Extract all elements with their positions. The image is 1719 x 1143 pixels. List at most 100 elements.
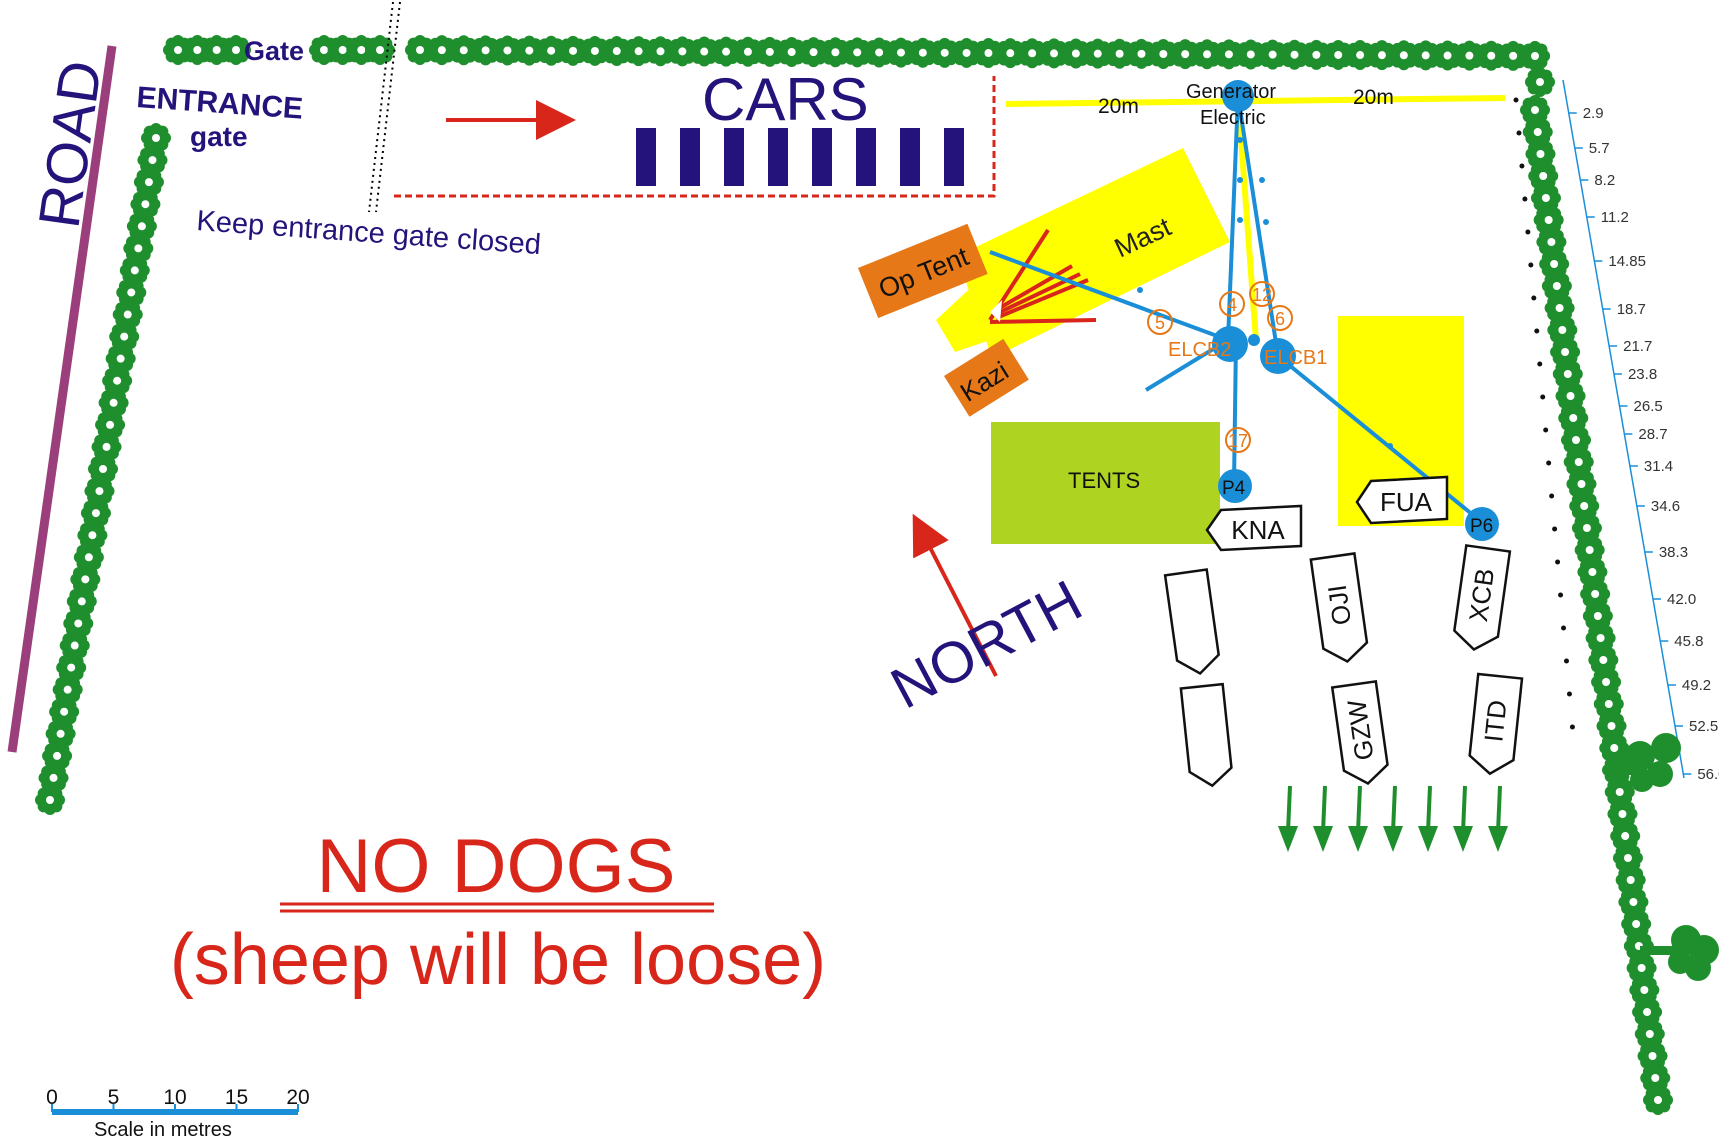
north-label: NORTH <box>881 568 1093 722</box>
car <box>944 128 964 186</box>
scale-tick: 15 <box>225 1086 248 1112</box>
svg-text:21.7: 21.7 <box>1623 338 1652 355</box>
side-scale-tick: 49.2 <box>1667 677 1711 694</box>
hedge-bush <box>365 35 395 65</box>
elcb2-node <box>1212 326 1248 362</box>
hedge-bush <box>1555 381 1586 411</box>
side-scale-tick: 23.8 <box>1613 366 1657 383</box>
north-arrow <box>912 513 998 677</box>
gate-dotted-line <box>375 1 401 213</box>
hedge-bush <box>95 409 126 440</box>
svg-text:17: 17 <box>1228 431 1248 451</box>
hedge-bush <box>1522 117 1553 147</box>
side-scale: 2.95.78.211.214.8518.721.723.826.528.731… <box>1568 105 1719 783</box>
road-label: ROAD <box>27 57 115 232</box>
svg-text:56.0: 56.0 <box>1697 766 1719 783</box>
svg-text:8.2: 8.2 <box>1594 172 1615 189</box>
hedge-bush <box>426 35 457 66</box>
svg-text:26.5: 26.5 <box>1634 398 1663 415</box>
hedge-boundary <box>35 35 1673 1115</box>
hedge-bush <box>56 652 87 683</box>
station-tag-fua: FUA <box>1355 475 1449 525</box>
green-arrow <box>1383 785 1403 852</box>
tree-1 <box>1606 733 1681 792</box>
keep-closed-label: Keep entrance gate closed <box>196 205 542 261</box>
generator-label: Generator <box>1186 81 1276 103</box>
side-scale-tick: 21.7 <box>1609 338 1652 355</box>
elcb1-node <box>1260 338 1296 374</box>
mast-arrow-head <box>990 300 1002 322</box>
side-scale-line <box>1562 79 1685 779</box>
station-tag-blank <box>1163 568 1220 676</box>
p4-label: P4 <box>1222 478 1246 499</box>
side-scale-tick: 28.7 <box>1624 426 1668 443</box>
svg-text:0: 0 <box>46 1086 58 1109</box>
side-scale-tick: 38.3 <box>1644 544 1688 561</box>
p6-node <box>1465 507 1499 541</box>
svg-text:12: 12 <box>1252 285 1272 305</box>
hedge-bush <box>38 762 69 793</box>
green-arrow <box>1278 785 1298 852</box>
side-scale-tick: 31.4 <box>1629 458 1673 475</box>
scale-tick: 20 <box>286 1086 310 1112</box>
side-scale-tick: 11.2 <box>1586 209 1629 226</box>
svg-text:20: 20 <box>286 1086 309 1109</box>
hedge-bush <box>49 696 80 727</box>
green-arrow <box>1453 785 1473 852</box>
side-scale-tick: 42.0 <box>1652 591 1696 608</box>
tents-area <box>991 422 1220 544</box>
svg-text:OJI: OJI <box>1322 583 1357 627</box>
hedge-bush <box>689 36 720 67</box>
mast-area-tail <box>936 268 1020 352</box>
svg-text:15: 15 <box>225 1086 248 1109</box>
hedge-bush <box>1279 39 1310 70</box>
hedge-bush <box>1607 799 1638 829</box>
station-tag-oji: OJI <box>1309 552 1369 664</box>
svg-text:23.8: 23.8 <box>1628 366 1657 383</box>
hedge-bush <box>1577 557 1608 587</box>
dist-right-label: 20m <box>1353 86 1394 109</box>
hedge-bush <box>221 35 251 65</box>
hedge-bush <box>623 36 654 67</box>
car <box>856 128 876 186</box>
svg-text:38.3: 38.3 <box>1659 544 1688 561</box>
svg-text:4: 4 <box>1227 295 1237 315</box>
cable-joints <box>1137 137 1393 449</box>
hedge-bush <box>1547 315 1578 345</box>
hedge-bush <box>1432 40 1463 71</box>
station-tag-gzw: GZW <box>1330 680 1389 786</box>
green-arrows <box>1278 785 1508 852</box>
elcb2-label: ELCB2 <box>1168 339 1231 361</box>
elcb1-label: ELCB1 <box>1264 347 1327 369</box>
hedge-bush <box>536 35 567 66</box>
hedge-bush <box>492 35 523 66</box>
hedge-bush <box>1520 41 1550 71</box>
svg-text:5: 5 <box>108 1086 120 1109</box>
scale-tick: 5 <box>108 1086 120 1112</box>
car <box>724 128 744 186</box>
car <box>768 128 788 186</box>
gate-dotted-line-2 <box>368 1 394 213</box>
distance-line <box>1005 95 1506 107</box>
hedge-bush <box>1148 39 1179 69</box>
hedge-bush <box>66 586 97 617</box>
hedge-bush <box>35 785 65 815</box>
side-scale-tick: 26.5 <box>1619 398 1663 415</box>
car-park-boundary <box>394 76 996 198</box>
green-arrow <box>1488 785 1508 852</box>
scale-tick: 0 <box>46 1086 58 1112</box>
svg-text:5.7: 5.7 <box>1589 140 1610 157</box>
station-tag-itd: ITD <box>1468 672 1524 776</box>
car <box>900 128 920 186</box>
p6-label: P6 <box>1470 516 1493 537</box>
svg-text:ITD: ITD <box>1478 699 1512 744</box>
hedge-bush <box>1060 38 1091 69</box>
svg-text:KNA: KNA <box>1231 515 1285 545</box>
cable-number-12: 12 <box>1249 281 1275 307</box>
cable-number-17: 17 <box>1225 427 1251 453</box>
svg-text:34.6: 34.6 <box>1651 498 1680 515</box>
hedge-bush <box>1640 1063 1671 1093</box>
